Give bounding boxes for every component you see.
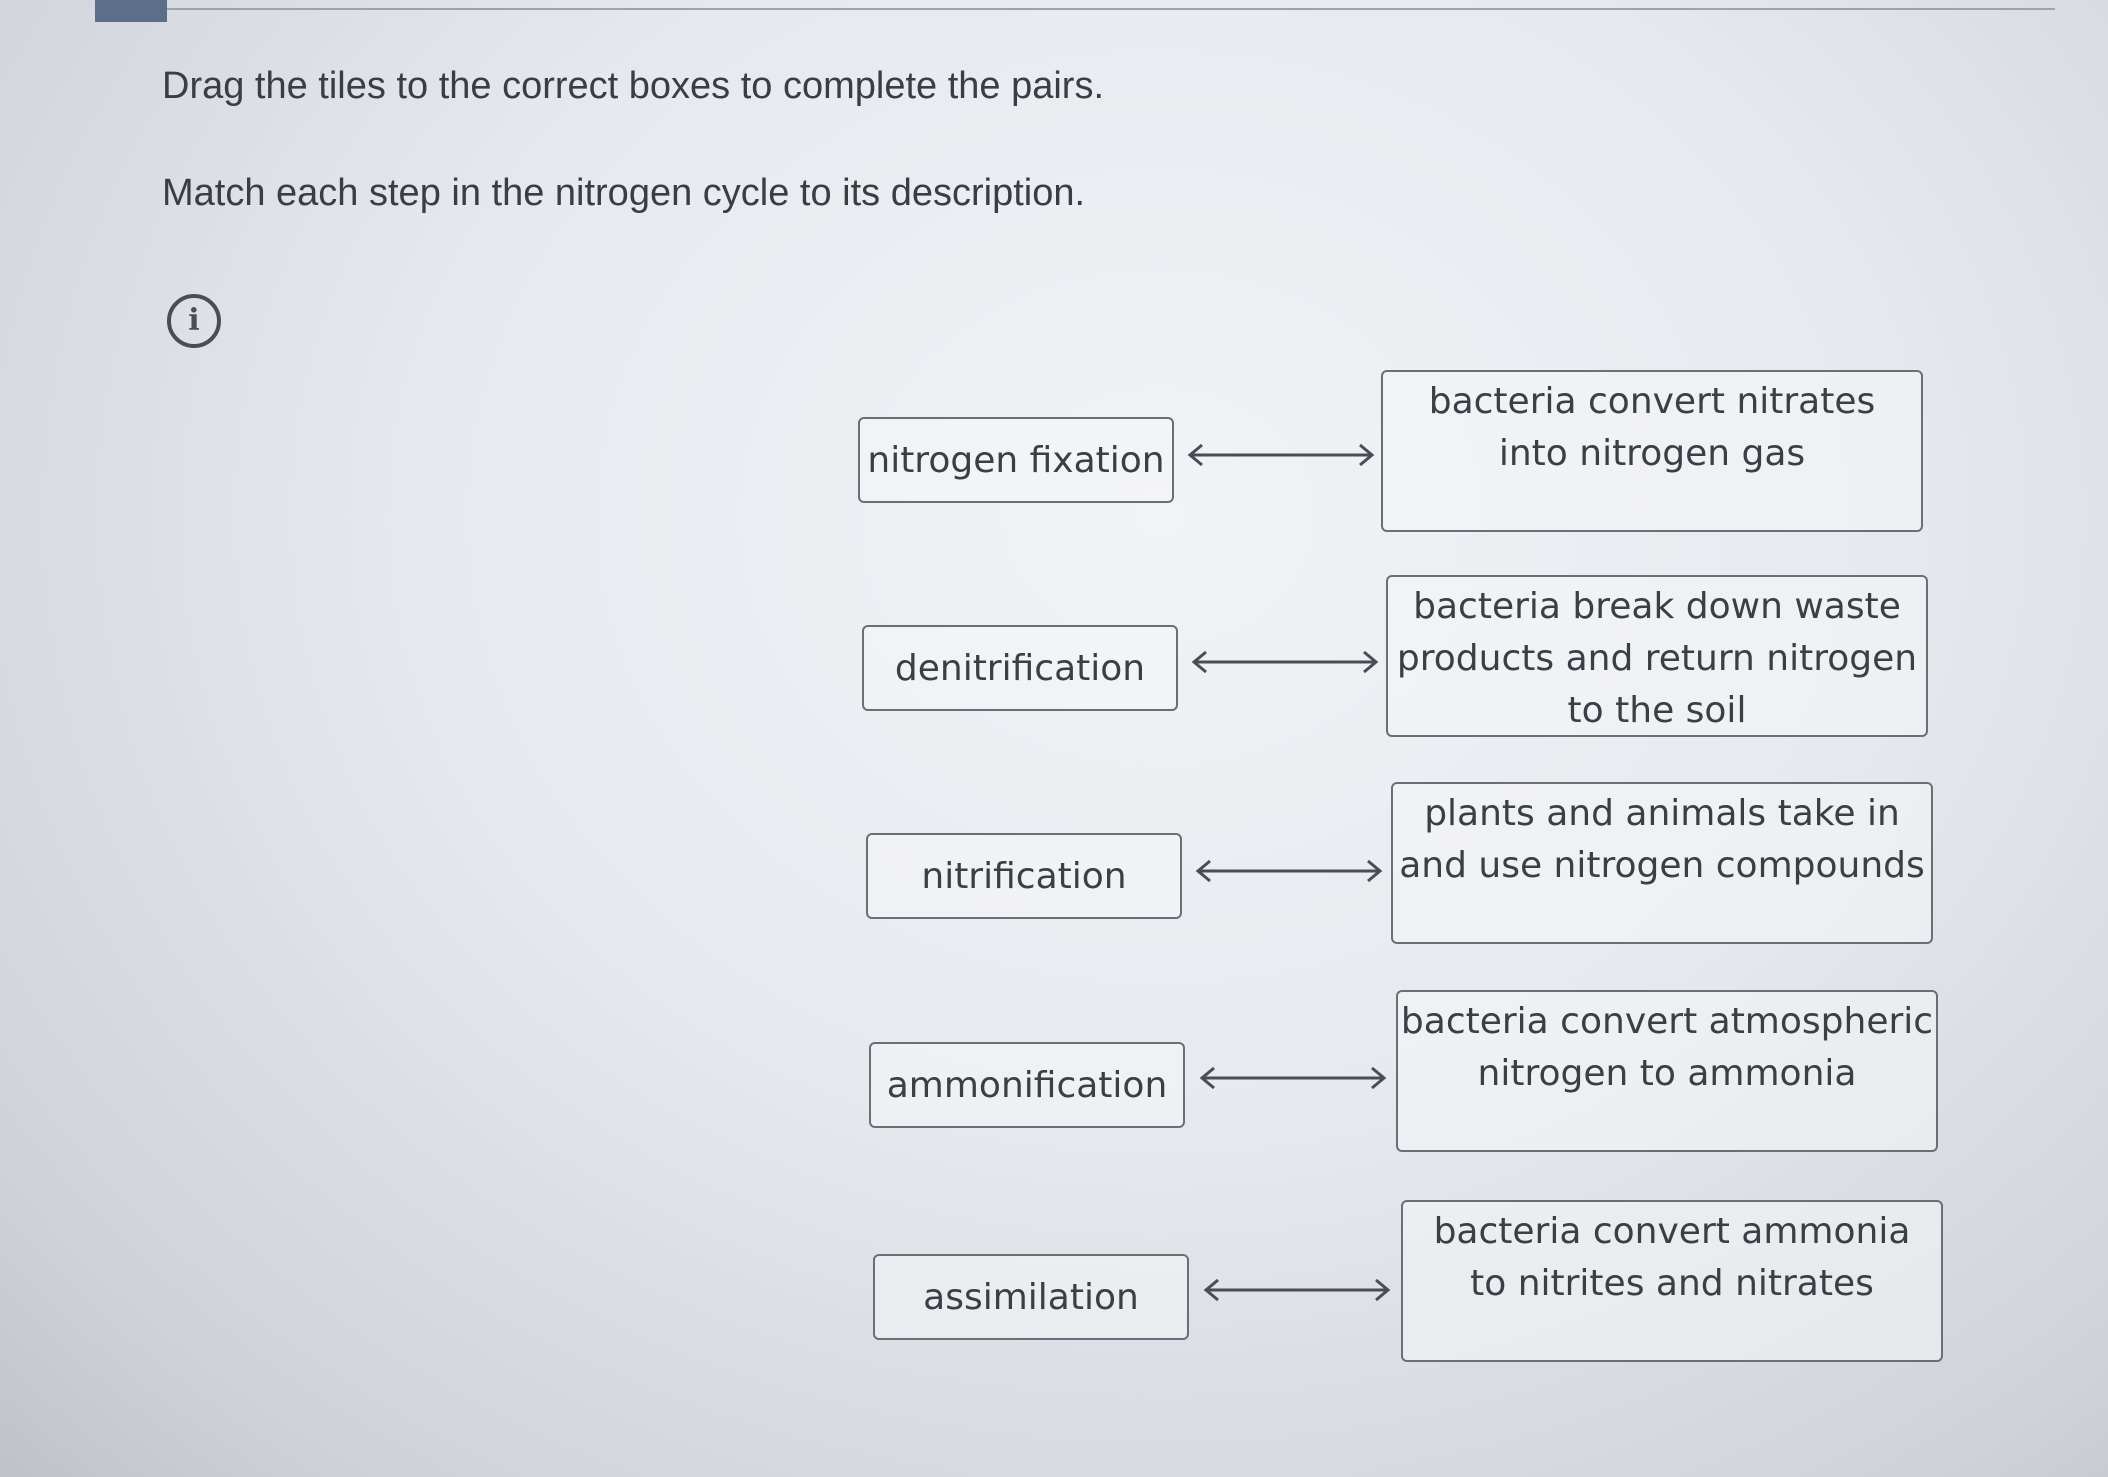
term-tile-nitrogen-fixation[interactable]: nitrogen fixation: [858, 417, 1174, 503]
double-arrow-icon: [1199, 1066, 1387, 1090]
double-arrow-icon: [1195, 859, 1383, 883]
double-arrow-icon: [1203, 1278, 1391, 1302]
term-tile-ammonification[interactable]: ammonification: [869, 1042, 1185, 1128]
description-box[interactable]: bacteria break down waste products and r…: [1386, 575, 1928, 737]
description-box[interactable]: bacteria convert ammonia to nitrites and…: [1401, 1200, 1943, 1362]
description-box[interactable]: bacteria convert nitrates into nitrogen …: [1381, 370, 1923, 532]
double-arrow-icon: [1187, 443, 1375, 467]
description-box[interactable]: bacteria convert atmospheric nitrogen to…: [1396, 990, 1938, 1152]
term-tile-nitrification[interactable]: nitrification: [866, 833, 1182, 919]
progress-tab: [95, 0, 167, 22]
term-tile-assimilation[interactable]: assimilation: [873, 1254, 1189, 1340]
info-icon[interactable]: i: [167, 294, 221, 348]
description-box[interactable]: plants and animals take in and use nitro…: [1391, 782, 1933, 944]
top-divider: [95, 0, 2055, 10]
double-arrow-icon: [1191, 650, 1379, 674]
instruction-drag: Drag the tiles to the correct boxes to c…: [162, 65, 1105, 107]
term-tile-denitrification[interactable]: denitrification: [862, 625, 1178, 711]
instruction-match: Match each step in the nitrogen cycle to…: [162, 172, 1086, 214]
